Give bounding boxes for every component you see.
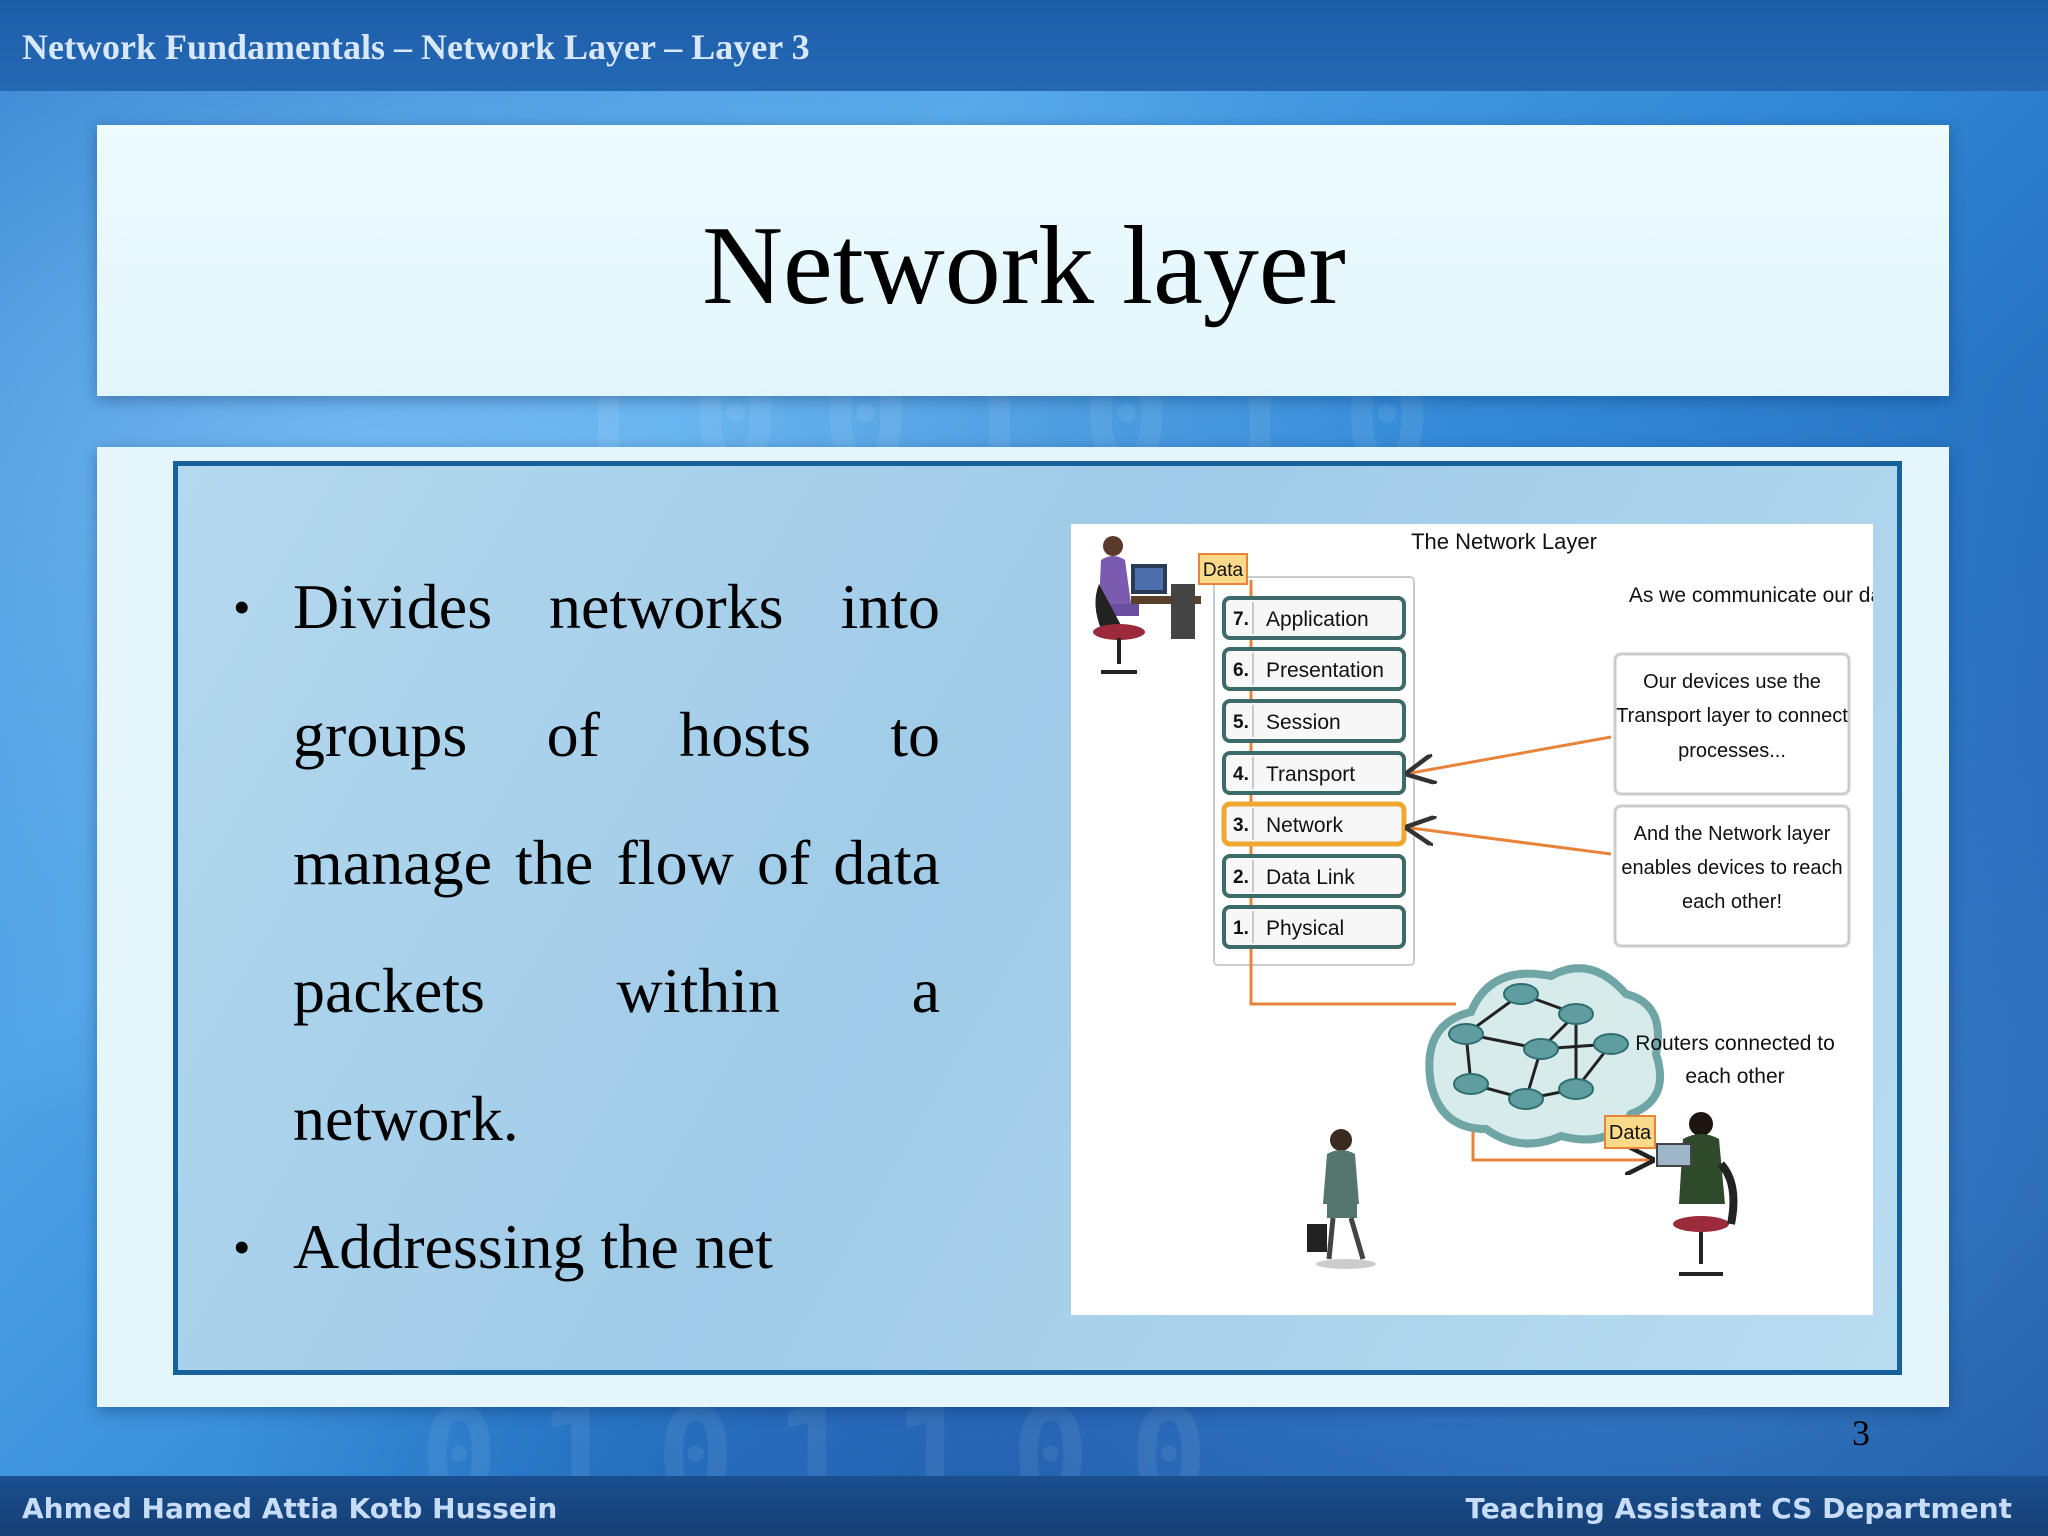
- footer-bar: Ahmed Hamed Attia Kotb Hussein Teaching …: [0, 1476, 2048, 1536]
- network-layer-figure: The Network Layer As we communicate our …: [1071, 524, 1917, 1315]
- routers-caption-line: each other: [1685, 1065, 1784, 1088]
- osi-layer-name: Network: [1266, 814, 1344, 837]
- header-bar: Network Fundamentals – Network Layer – L…: [0, 0, 2048, 91]
- osi-layer: 2. Data Link: [1222, 854, 1406, 898]
- presentation-title: Network Fundamentals – Network Layer – L…: [22, 27, 810, 67]
- footer-author: Ahmed Hamed Attia Kotb Hussein: [22, 1492, 558, 1525]
- osi-layer: 4. Transport: [1222, 751, 1406, 795]
- osi-layer: 7. Application: [1222, 596, 1406, 640]
- note-line: And the Network layer: [1634, 823, 1831, 845]
- osi-layer-name: Data Link: [1266, 866, 1355, 889]
- bullet-item: • Addressing the net: [225, 1183, 940, 1311]
- note-line: Transport layer to connect: [1616, 705, 1848, 727]
- osi-layer-name: Application: [1266, 608, 1369, 631]
- bullet-icon: •: [233, 579, 251, 635]
- data-tag: Data: [1604, 1115, 1656, 1149]
- note-network: And the Network layer enables devices to…: [1613, 804, 1851, 948]
- osi-layer: 5. Session: [1222, 699, 1406, 743]
- osi-layer: 6. Presentation: [1222, 647, 1406, 691]
- data-tag-label: Data: [1203, 560, 1244, 581]
- arrow-to-transport: [1411, 735, 1612, 773]
- osi-layer-number: 1.: [1233, 918, 1249, 939]
- osi-layer-number: 4.: [1233, 764, 1249, 785]
- bullet-item: • Divides networks into groups of hosts …: [225, 543, 940, 1183]
- workstation-user-icon: [1093, 536, 1201, 674]
- bullet-icon: •: [233, 1219, 251, 1275]
- figure-caption-top: As we communicate our data...: [1629, 584, 1873, 607]
- note-line: Our devices use the: [1643, 671, 1821, 693]
- osi-layer-number: 7.: [1233, 609, 1249, 630]
- osi-layer-number: 6.: [1233, 660, 1249, 681]
- note-line: enables devices to reach: [1621, 857, 1842, 879]
- osi-layer-number: 2.: [1233, 867, 1249, 888]
- figure-title: The Network Layer: [1411, 529, 1597, 554]
- bullet-text: Addressing the net: [293, 1211, 773, 1282]
- osi-layer-highlighted: 3. Network: [1221, 801, 1407, 847]
- data-tag-label: Data: [1609, 1122, 1652, 1144]
- standing-user-icon: [1307, 1129, 1376, 1269]
- note-line: processes...: [1678, 740, 1786, 762]
- osi-layer-name: Physical: [1266, 917, 1344, 940]
- footer-department: Teaching Assistant CS Department: [1465, 1492, 2012, 1525]
- osi-layer-name: Session: [1266, 711, 1341, 734]
- bullet-text: Divides networks into groups of hosts to…: [293, 571, 940, 1154]
- page-number: 3: [1852, 1413, 1870, 1453]
- slide-title: Network layer: [702, 204, 1346, 328]
- routers-caption: Routers connected to each other: [1635, 1032, 1835, 1088]
- osi-layer-number: 3.: [1233, 815, 1249, 836]
- note-transport: Our devices use the Transport layer to c…: [1613, 652, 1851, 796]
- laptop-user-icon: [1656, 1112, 1738, 1276]
- data-tag: Data: [1198, 553, 1248, 585]
- routers-caption-line: Routers connected to: [1635, 1032, 1835, 1055]
- bullet-list: • Divides networks into groups of hosts …: [225, 543, 940, 1311]
- title-panel: [97, 125, 1949, 396]
- arrow-to-network: [1411, 828, 1612, 856]
- osi-layer: 1. Physical: [1222, 905, 1406, 949]
- note-line: each other!: [1682, 891, 1782, 913]
- router-cloud-icon: [1425, 964, 1665, 1148]
- osi-layer-number: 5.: [1233, 712, 1249, 733]
- osi-layer-name: Transport: [1266, 763, 1355, 786]
- osi-layer-name: Presentation: [1266, 659, 1384, 682]
